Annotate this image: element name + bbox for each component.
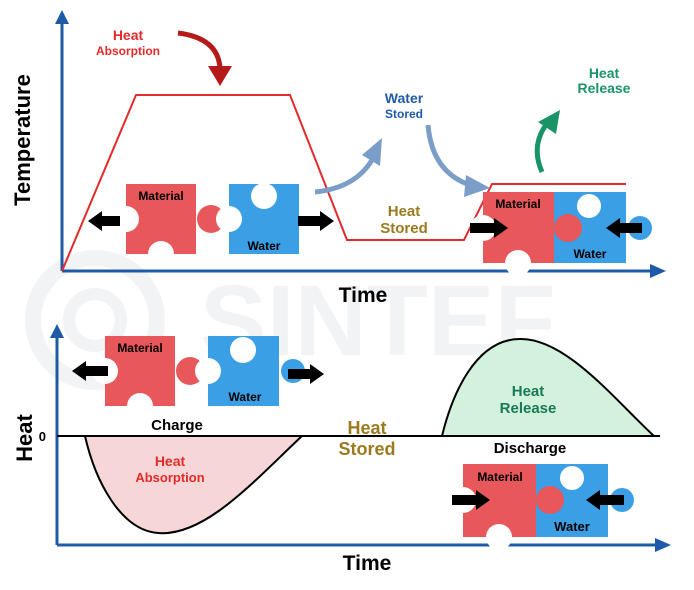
heat-absorption-title: Heat [113, 27, 144, 43]
discharge-label: Discharge [494, 440, 567, 457]
water-out-arrow [314, 158, 375, 195]
heat-release-arrowhead-top [538, 110, 560, 134]
water-out-arrowhead [362, 138, 382, 166]
heat-release-title-bottom: Heat [512, 383, 545, 400]
temperature-curve [61, 94, 626, 272]
left-arrow-icon [586, 490, 624, 510]
bottom-panel: 0 Heat Time Charge Discharge Heat Stored… [12, 324, 671, 575]
material-label: Material [495, 197, 540, 211]
right-arrow-icon [288, 364, 324, 384]
water-label: Water [229, 390, 262, 404]
joined-puzzle-bottom: Material Water [450, 464, 634, 550]
heat-stored-subtitle-bottom: Stored [338, 439, 395, 459]
heat-stored-subtitle-top: Stored [380, 220, 428, 237]
heat-release-title-top: Heat [589, 65, 620, 81]
right-arrow-icon [452, 490, 490, 510]
left-arrow-icon [88, 211, 120, 231]
water-label: Water [248, 239, 281, 253]
water-in-arrow [425, 124, 471, 188]
heat-stored-title-top: Heat [388, 203, 421, 220]
water-label: Water [574, 247, 607, 261]
bottom-x-axis-arrow [655, 538, 671, 552]
heat-flow-curve [84, 337, 655, 535]
bottom-y-axis-arrow [50, 324, 64, 338]
left-arrow-icon [606, 218, 642, 238]
heat-absorption-area [85, 436, 302, 534]
heat-absorption-subtitle: Absorption [96, 44, 160, 58]
material-label: Material [477, 470, 522, 484]
joined-puzzle-top: Material Water [470, 192, 652, 276]
heat-absorption-title-bottom: Heat [155, 453, 186, 469]
heat-release-subtitle-bottom: Release [500, 400, 557, 417]
right-arrow-icon [470, 218, 508, 238]
right-arrow-icon [298, 211, 334, 231]
heat-release-area [442, 338, 654, 436]
top-y-axis-arrow [55, 10, 69, 24]
water-stored-subtitle: Stored [385, 107, 423, 121]
top-time-axis-label: Time [339, 284, 388, 307]
heat-release-subtitle-top: Release [578, 80, 631, 96]
water-label: Water [554, 519, 590, 534]
heat-absorption-subtitle-bottom: Absorption [135, 470, 204, 485]
separated-puzzle-bottom: Material Water [72, 336, 324, 419]
heat-axis-label: Heat [12, 413, 37, 461]
left-arrow-icon [72, 361, 108, 381]
heat-absorption-arrow [177, 30, 223, 69]
top-x-axis-arrow [650, 264, 666, 278]
heat-absorption-arrowhead [208, 66, 232, 86]
material-label: Material [117, 341, 162, 355]
material-label: Material [138, 189, 183, 203]
charge-label: Charge [151, 417, 203, 434]
heat-release-arrow-top [534, 120, 551, 174]
water-stored-title: Water [385, 90, 424, 106]
separated-puzzle-top: Material Water [88, 183, 334, 267]
top-panel: Temperature Time Heat Absorption Water S… [10, 10, 666, 307]
bottom-time-axis-label: Time [343, 552, 392, 575]
water-in-arrowhead [464, 175, 490, 197]
temperature-axis-label: Temperature [10, 74, 35, 206]
heat-stored-title-bottom: Heat [347, 418, 386, 438]
zero-tick-label: 0 [39, 429, 46, 444]
